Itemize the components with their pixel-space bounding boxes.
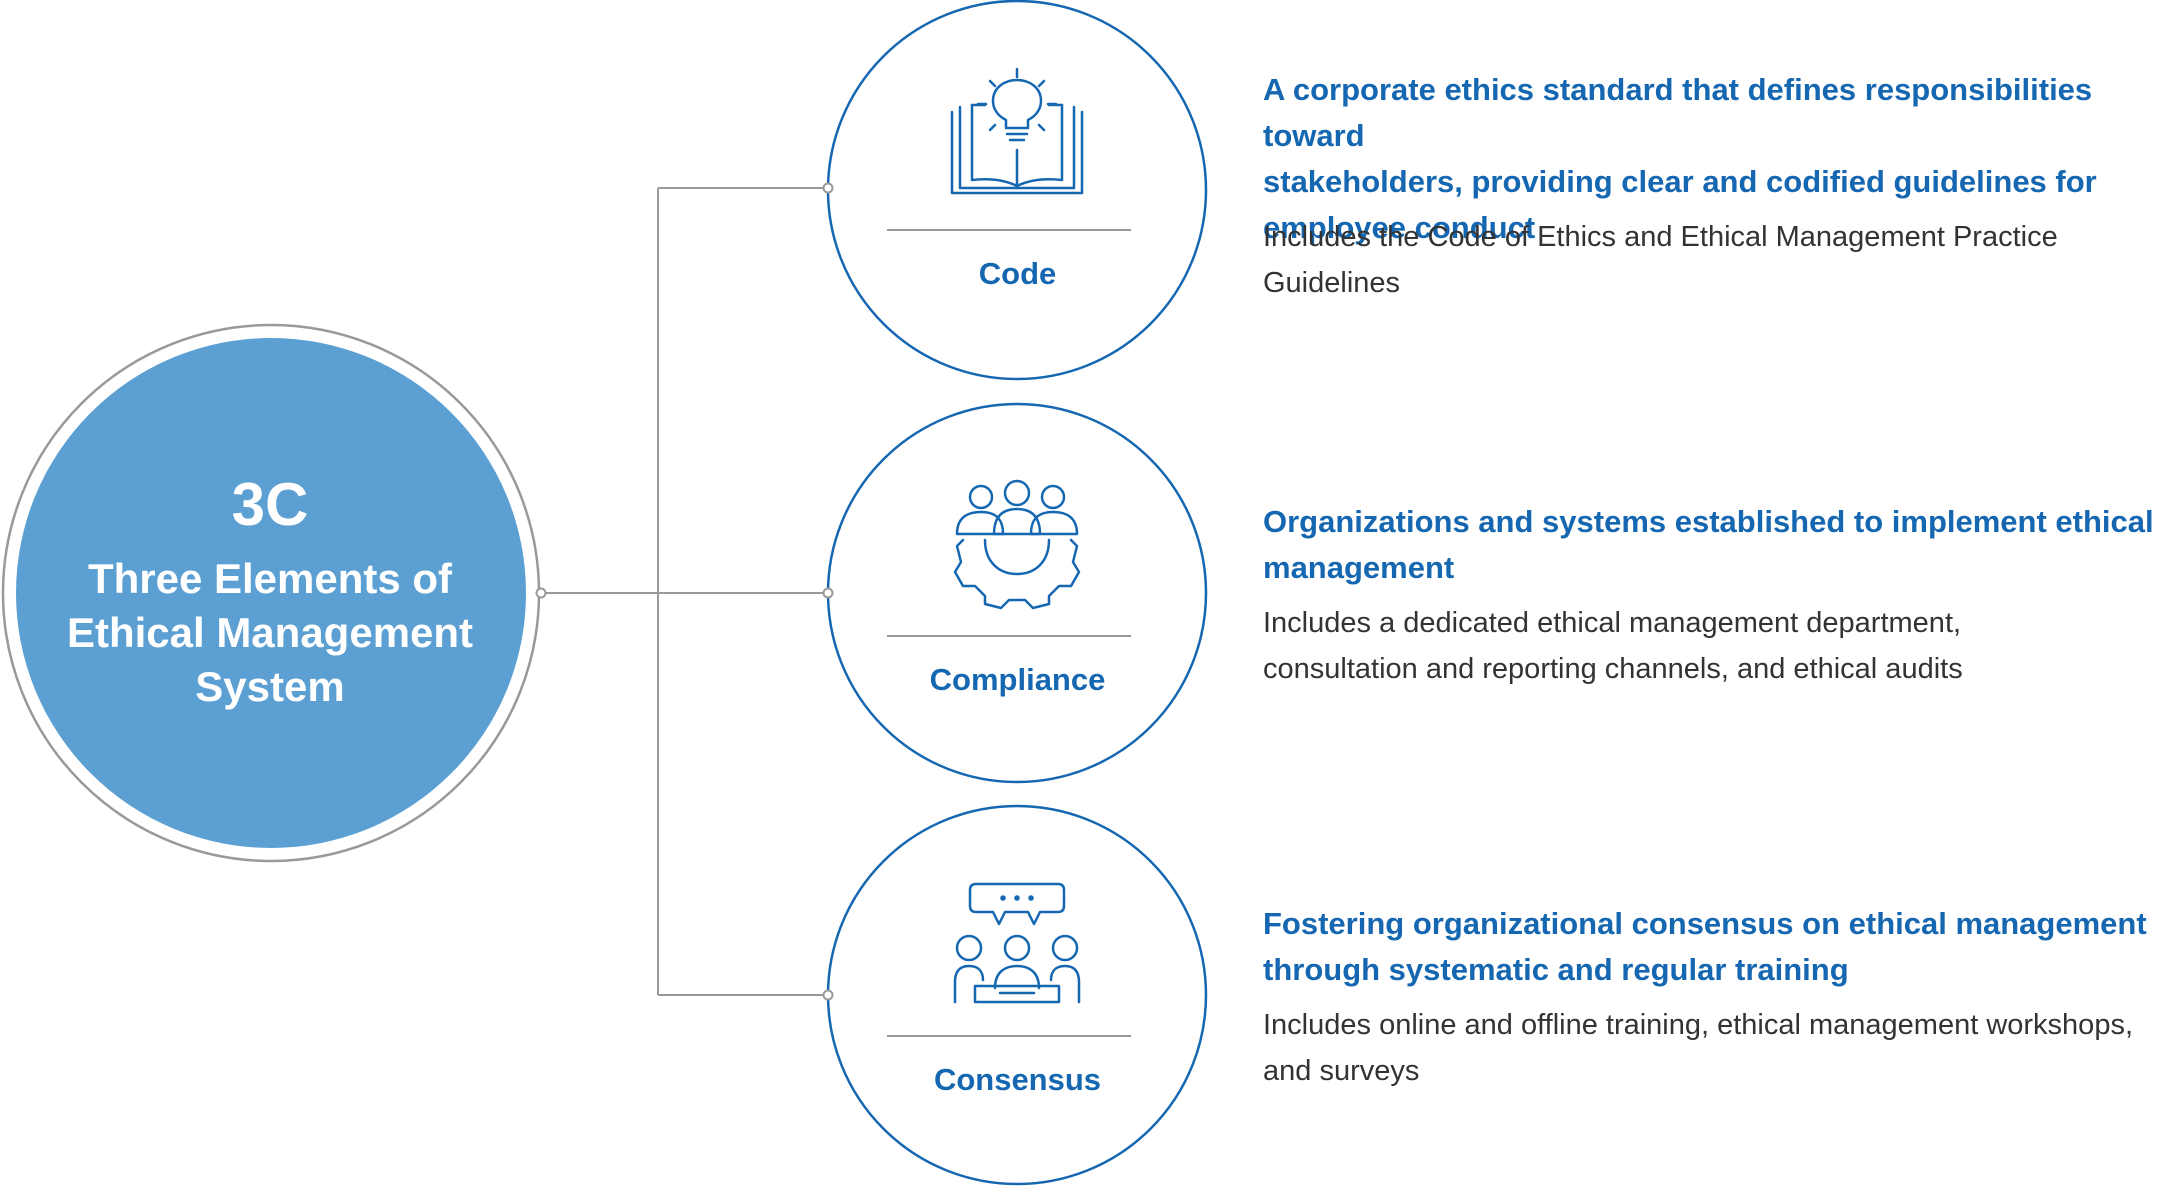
compliance-description: Includes a dedicated ethical management … bbox=[1263, 600, 2183, 692]
headline-line: management bbox=[1263, 550, 1455, 585]
headline-line: stakeholders, providing clear and codifi… bbox=[1263, 164, 2097, 199]
headline-line: Organizations and systems established to… bbox=[1263, 504, 2154, 539]
center-subtitle-line: Three Elements of bbox=[87, 555, 453, 602]
element-node-consensus bbox=[826, 804, 1208, 1186]
connector-dots bbox=[535, 182, 834, 1001]
connector-dot-compliance bbox=[822, 587, 834, 599]
element-node-code bbox=[826, 0, 1208, 381]
element-node-compliance bbox=[826, 402, 1208, 784]
element-label-compliance: Compliance bbox=[929, 662, 1106, 697]
element-circle bbox=[826, 804, 1208, 1186]
center-fill-circle bbox=[16, 338, 526, 848]
connector-dot-consensus bbox=[822, 989, 834, 1001]
center-node bbox=[1, 323, 541, 863]
headline-line: through systematic and regular training bbox=[1263, 952, 1849, 987]
consensus-description: Includes online and offline training, et… bbox=[1263, 1002, 2183, 1094]
element-circle bbox=[826, 0, 1208, 381]
center-title: 3C bbox=[231, 471, 309, 538]
compliance-headline: Organizations and systems established to… bbox=[1263, 499, 2183, 591]
headline-line: A corporate ethics standard that defines… bbox=[1263, 72, 2093, 153]
description-line: Guidelines bbox=[1263, 267, 1401, 299]
description-line: Includes the Code of Ethics and Ethical … bbox=[1263, 221, 2058, 253]
description-line: and surveys bbox=[1263, 1055, 1420, 1087]
team-gear-icon bbox=[953, 479, 1081, 610]
element-label-code: Code bbox=[978, 256, 1057, 291]
connector-dot-center bbox=[535, 587, 547, 599]
center-subtitle-line: System bbox=[195, 663, 345, 710]
description-line: Includes online and offline training, et… bbox=[1263, 1009, 2133, 1041]
connector-lines bbox=[541, 187, 828, 996]
meeting-speech-icon bbox=[953, 882, 1081, 1004]
code-description: Includes the Code of Ethics and Ethical … bbox=[1263, 214, 2183, 306]
headline-line: employee conduct bbox=[1263, 210, 1536, 245]
consensus-headline: Fostering organizational consensus on et… bbox=[1263, 901, 2183, 993]
description-line: Includes a dedicated ethical management … bbox=[1263, 607, 1962, 639]
element-label-consensus: Consensus bbox=[933, 1062, 1102, 1097]
headline-line: Fostering organizational consensus on et… bbox=[1263, 906, 2147, 941]
code-headline: A corporate ethics standard that defines… bbox=[1263, 67, 2183, 251]
element-circle bbox=[826, 402, 1208, 784]
lightbulb-book-icon bbox=[950, 67, 1084, 195]
center-subtitle-line: Ethical Management bbox=[66, 609, 474, 656]
connector-dot-code bbox=[822, 182, 834, 194]
description-line: consultation and reporting channels, and… bbox=[1263, 653, 1963, 685]
center-subtitle: Three Elements of Ethical Management Sys… bbox=[40, 552, 500, 714]
